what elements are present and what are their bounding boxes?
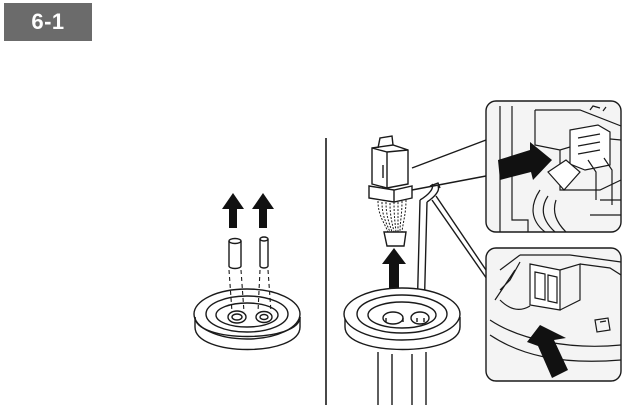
grommet-with-cables (343, 287, 461, 351)
up-arrow-icon (382, 248, 406, 290)
grommet (193, 288, 301, 351)
cables-below (377, 352, 427, 405)
callout-line-top-2 (411, 175, 487, 191)
left-figure (193, 193, 301, 351)
cable-jacket-end (383, 231, 407, 247)
up-arrow-icon (222, 193, 244, 228)
plug-large (228, 237, 242, 270)
step-label: 6-1 (31, 9, 65, 34)
callout-bottom (485, 247, 622, 382)
callout-line-bottom-2 (435, 195, 487, 271)
step-badge: 6-1 (4, 3, 92, 41)
cable-right (416, 183, 440, 319)
wire-bundle (377, 199, 407, 233)
right-figure (343, 135, 497, 405)
up-arrow-icon (527, 325, 568, 378)
plug-small (259, 236, 269, 269)
callout-line-top-1 (411, 139, 487, 169)
up-arrow-icon (252, 193, 274, 228)
right-arrow-icon (498, 142, 552, 180)
rj45-connector-icon (368, 135, 413, 203)
callout-top (485, 100, 622, 233)
